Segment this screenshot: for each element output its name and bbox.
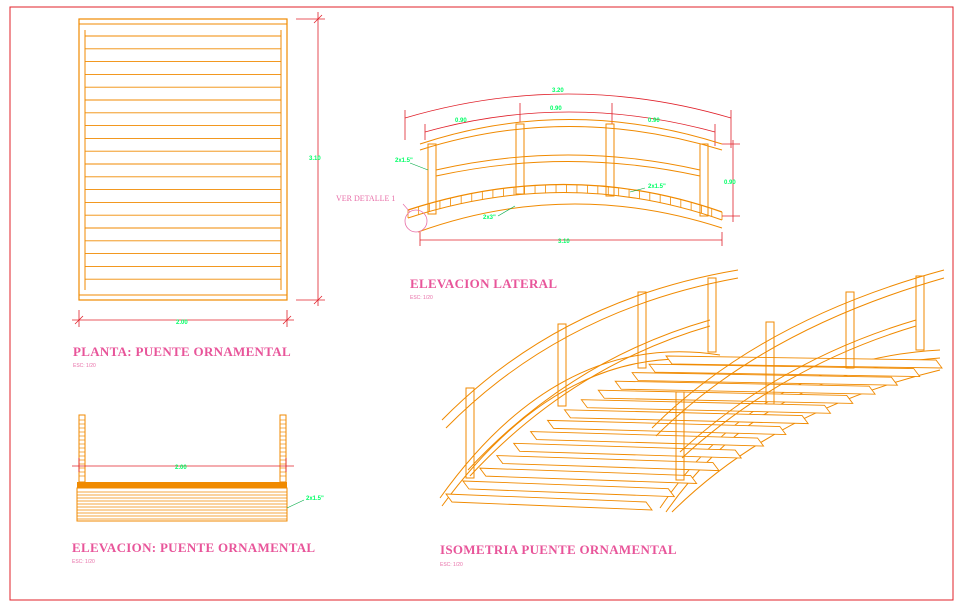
front-scale: ESC: 1/20 [72,559,95,565]
iso-plank [495,455,720,472]
iso-plank [546,419,787,436]
arc-outer-label: 3.20 [552,88,564,94]
side-handrail-top [419,119,723,145]
detail-reference-label: VER DETALLE 1 [336,194,395,203]
plan-width-label: 2.00 [176,320,188,326]
side-scale: ESC: 1/20 [410,295,433,301]
side-deck-blocks [407,184,723,220]
arc-right-label: 0.90 [648,118,660,124]
iso-plank [597,389,854,404]
plan-planks [85,35,281,280]
side-posts [427,123,709,217]
plan-length-dimension [296,12,325,306]
arc-left-label: 0.90 [455,118,467,124]
iso-plank [478,467,698,484]
iso-title: ISOMETRIA PUENTE ORNAMENTAL [440,542,677,557]
post-label-right: 2x1.5" [648,184,666,190]
plan-view: 2.00 3.10 PLANTA: PUENTE ORNAMENTAL ESC:… [72,12,325,369]
front-beam-label: 2x1.5" [306,496,324,502]
detail-callout-circle [404,209,428,233]
side-deck-arch [407,183,723,213]
iso-plank [648,363,921,377]
iso-deck-planks [445,355,943,511]
plan-width-dimension [72,310,294,327]
front-title: ELEVACION: PUENTE ORNAMENTAL [72,540,315,555]
iso-plank [461,480,676,498]
iso-scale: ESC: 1/20 [440,562,463,568]
plan-length-label: 3.10 [309,156,321,162]
iso-posts [465,275,925,481]
plan-outline [78,18,288,301]
side-elevation-view: 3.20 0.90 0.90 0.90 VER DETALLE 1 2x1.5"… [336,88,740,301]
arc-dimension-outer [404,93,732,119]
span-dim-label: 3.10 [558,239,570,245]
front-posts [78,414,287,483]
iso-plank [445,493,653,511]
front-width-label: 2.00 [175,465,187,471]
iso-plank [512,442,743,459]
isometric-view: ISOMETRIA PUENTE ORNAMENTAL ESC: 1/20 [439,269,945,568]
iso-plank [529,431,765,447]
height-dim-label: 0.90 [724,180,736,186]
iso-left-stringer [439,351,721,499]
plan-scale: ESC: 1/20 [73,363,96,369]
iso-right-handrail [651,269,945,429]
deck-label: 2x3" [483,215,496,221]
arc-inner-label: 0.90 [550,106,562,112]
sheet-border [9,6,954,601]
iso-plank [563,409,810,425]
front-deck-layers [77,491,287,520]
arc-dimension-inner [424,111,716,133]
front-beam [77,482,287,488]
plan-title: PLANTA: PUENTE ORNAMENTAL [73,344,291,359]
iso-plank [580,399,832,414]
side-title: ELEVACION LATERAL [410,276,557,291]
iso-plank [614,380,876,395]
front-elevation-view: 2.00 2x1.5" ELEVACION: PUENTE ORNAMENTAL… [72,414,324,565]
post-label-left: 2x1.5" [395,158,413,164]
iso-plank [631,372,899,386]
